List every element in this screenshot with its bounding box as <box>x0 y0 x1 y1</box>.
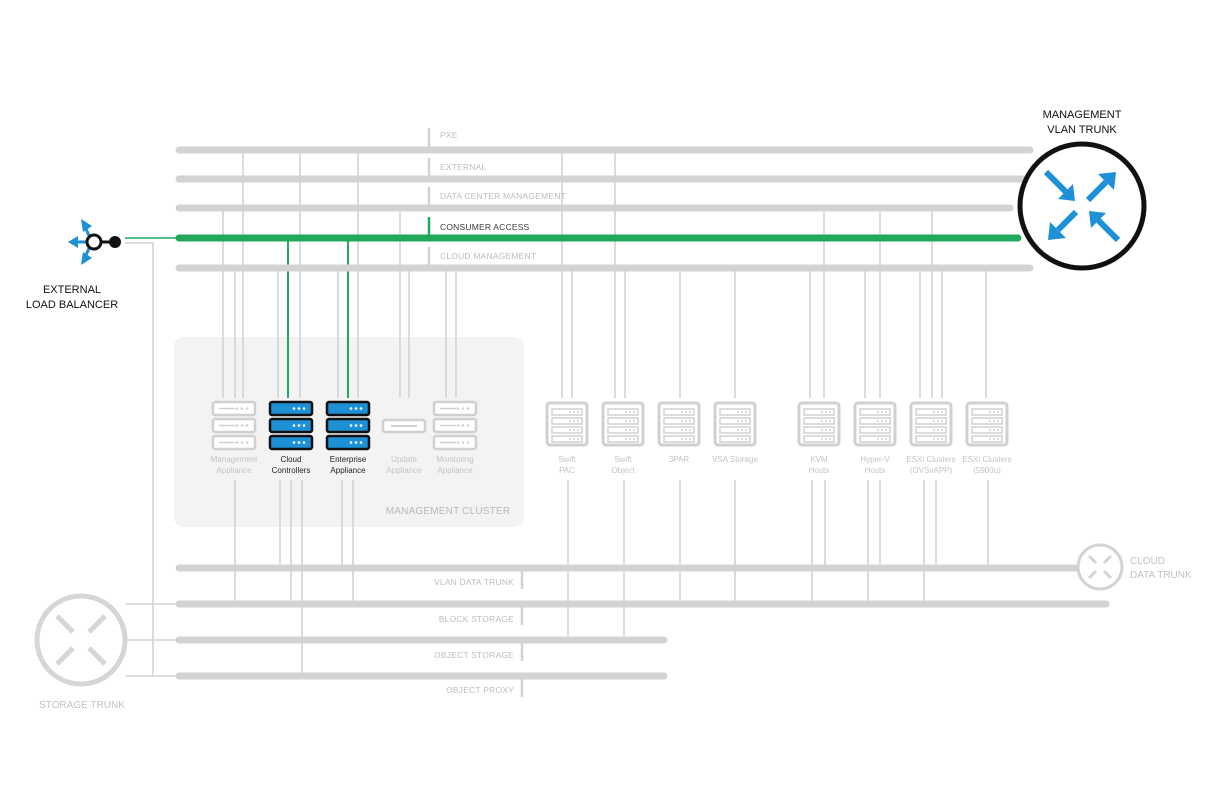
bus-label-cloud-management: CLOUD MANAGEMENT <box>440 251 536 261</box>
server-nodes: ManagementApplianceCloudControllersEnter… <box>211 400 1012 475</box>
node-label-monitoring-appliance-1: Monitoring <box>436 455 473 464</box>
node-label-hyperv-2: Hosts <box>865 466 885 475</box>
bus-data-center-management: DATA CENTER MANAGEMENT <box>175 187 1014 212</box>
cloud-trunk-label-1: CLOUD <box>1130 556 1165 567</box>
router-icon <box>1017 141 1147 271</box>
storage-trunk-label: STORAGE TRUNK <box>39 700 125 711</box>
node-label-hyperv-1: Hyper-V <box>860 455 890 464</box>
bus-label-dcm: DATA CENTER MANAGEMENT <box>440 191 566 201</box>
node-label-kvm-1: KVM <box>810 455 828 464</box>
management-cluster-label: MANAGEMENT CLUSTER <box>386 506 511 517</box>
server-node-threepar[interactable]: 3PAR <box>657 401 701 464</box>
appliance-icon <box>381 418 427 434</box>
node-label-enterprise-appliance-1: Enterprise <box>330 455 367 464</box>
node-label-mgmt-appliance-1: Management <box>211 455 258 464</box>
server-rack-icon <box>545 401 589 447</box>
node-label-swift-pac-2: PAC <box>559 466 575 475</box>
storage-trunk-links <box>125 242 176 677</box>
server-rack-icon <box>432 400 478 451</box>
bus-label-object-proxy: OBJECT PROXY <box>446 685 514 695</box>
node-label-threepar-1: 3PAR <box>669 455 690 464</box>
bus-external: EXTERNAL <box>175 158 1026 183</box>
server-rack-icon <box>909 401 953 447</box>
storage-trunk-router-icon <box>34 593 128 687</box>
upper-drop-lines <box>222 150 987 398</box>
server-rack-icon <box>601 401 645 447</box>
bus-object-proxy: OBJECT PROXY <box>175 672 668 697</box>
node-label-cloud-controllers-2: Controllers <box>272 466 311 475</box>
node-label-vsa-1: VSA Storage <box>712 455 758 464</box>
node-label-monitoring-appliance-2: Appliance <box>437 466 473 475</box>
server-node-vsa[interactable]: VSA Storage <box>712 401 758 464</box>
bus-label-external: EXTERNAL <box>440 162 487 172</box>
server-rack-icon <box>325 400 371 451</box>
bus-vlan-data-trunk: VLAN DATA TRUNK <box>175 564 1080 589</box>
cloud-trunk-label-2: DATA TRUNK <box>1130 570 1192 581</box>
bus-cloud-management: CLOUD MANAGEMENT <box>175 247 1034 272</box>
node-label-kvm-2: Hosts <box>809 466 829 475</box>
server-node-kvm[interactable]: KVM Hosts <box>797 401 841 475</box>
server-rack-icon <box>797 401 841 447</box>
bus-object-storage: OBJECT STORAGE <box>175 636 668 661</box>
server-node-esx-5900[interactable]: ESXi Clusters (5900u) <box>962 401 1012 475</box>
server-rack-icon <box>211 400 257 451</box>
bus-label-vlan-data-trunk: VLAN DATA TRUNK <box>434 577 514 587</box>
mgmt-trunk-label-2: VLAN TRUNK <box>1047 124 1117 136</box>
bus-label-block-storage: BLOCK STORAGE <box>439 614 514 624</box>
management-vlan-trunk[interactable]: MANAGEMENT VLAN TRUNK <box>1017 109 1147 271</box>
load-balancer-label-1: EXTERNAL <box>43 284 101 296</box>
cloud-data-trunk[interactable]: CLOUD DATA TRUNK <box>1076 543 1192 591</box>
bus-block-storage: BLOCK STORAGE <box>175 600 1110 625</box>
node-label-esx-5900-2: (5900u) <box>973 466 1001 475</box>
node-label-mgmt-appliance-2: Appliance <box>216 466 252 475</box>
node-label-enterprise-appliance-2: Appliance <box>330 466 366 475</box>
mgmt-trunk-label-1: MANAGEMENT <box>1043 109 1122 121</box>
load-balancer-label-2: LOAD BALANCER <box>26 299 118 311</box>
storage-trunk[interactable]: STORAGE TRUNK <box>34 593 128 711</box>
external-load-balancer[interactable]: EXTERNAL LOAD BALANCER <box>26 219 121 311</box>
node-label-update-appliance-2: Appliance <box>386 466 422 475</box>
node-label-swift-object-2: Object <box>611 466 635 475</box>
server-node-esx-ovsvapp[interactable]: ESXi Clusters (OVSvAPP) <box>906 401 956 475</box>
node-label-esx-ovsvapp-2: (OVSvAPP) <box>910 466 953 475</box>
server-rack-icon <box>853 401 897 447</box>
node-label-swift-object-1: Swift <box>614 455 632 464</box>
load-balancer-icon <box>68 219 121 265</box>
server-rack-icon <box>657 401 701 447</box>
server-rack-icon <box>713 401 757 447</box>
bus-pxe: PXE <box>175 128 1034 154</box>
cloud-trunk-router-icon <box>1076 543 1124 591</box>
bus-label-pxe: PXE <box>440 130 458 140</box>
server-node-hyperv[interactable]: Hyper-V Hosts <box>853 401 897 475</box>
node-label-esx-ovsvapp-1: ESXi Clusters <box>906 455 955 464</box>
bus-label-consumer-access: CONSUMER ACCESS <box>440 222 530 232</box>
bus-consumer-access: CONSUMER ACCESS <box>125 217 1022 242</box>
node-label-swift-pac-1: Swift <box>558 455 576 464</box>
node-label-cloud-controllers-1: Cloud <box>281 455 302 464</box>
node-label-esx-5900-1: ESXi Clusters <box>962 455 1011 464</box>
bus-label-object-storage: OBJECT STORAGE <box>434 650 514 660</box>
node-label-update-appliance-1: Update <box>391 455 417 464</box>
server-rack-icon <box>965 401 1009 447</box>
server-rack-icon <box>268 400 314 451</box>
